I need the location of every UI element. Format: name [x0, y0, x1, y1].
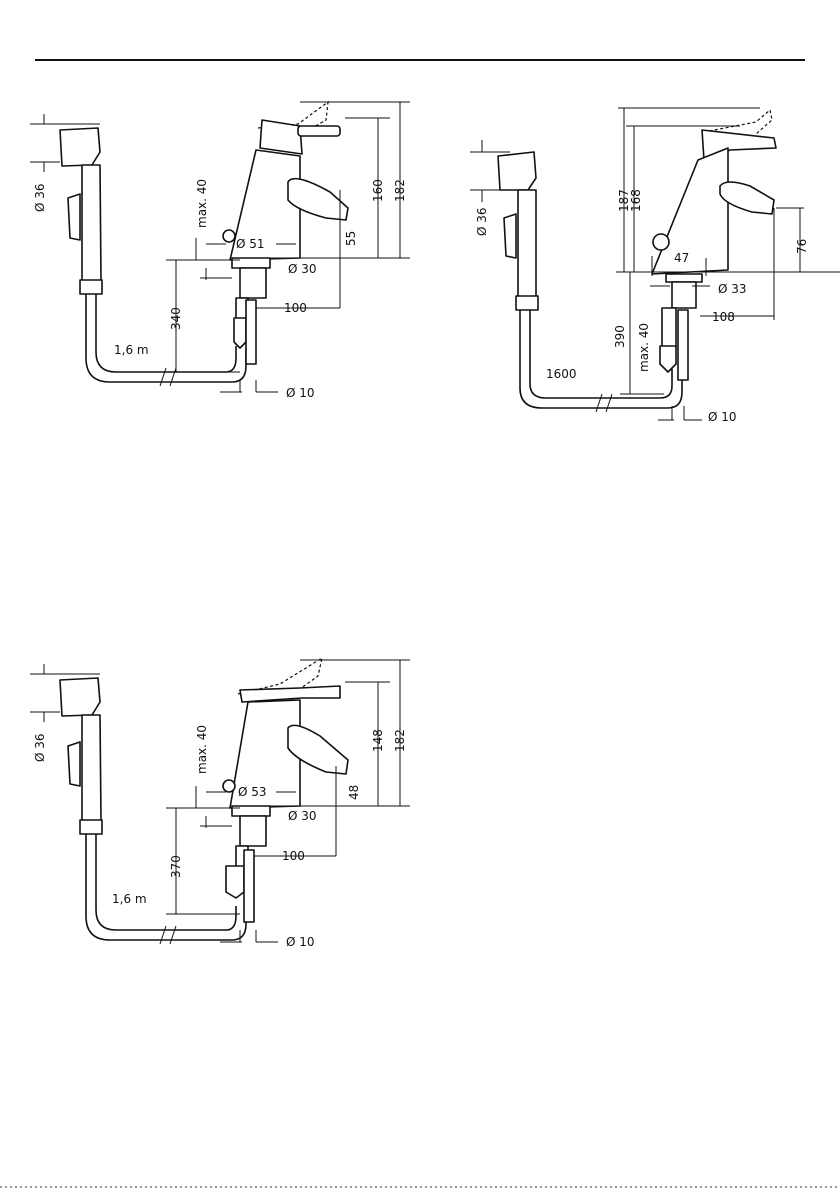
max-thickness-label: max. 40 — [637, 323, 651, 372]
drawing-top-left: Ø 36 max. 40 Ø 51 Ø 30 100 340 1,6 m 55 … — [0, 90, 420, 420]
pipe-diameter-label: Ø 10 — [708, 410, 737, 424]
below-counter-label: 370 — [169, 855, 183, 878]
spout-projection-label: 100 — [284, 301, 307, 315]
header-rule — [35, 59, 805, 61]
hose-length-label: 1,6 m — [114, 343, 149, 357]
spout-projection-label: 108 — [712, 310, 735, 324]
below-counter-label: 340 — [169, 307, 183, 330]
base-width-label: 47 — [674, 251, 689, 265]
spout-height-label: 76 — [795, 239, 809, 254]
max-thickness-label: max. 40 — [195, 725, 209, 774]
faucet — [652, 110, 776, 380]
below-counter-label: 390 — [613, 325, 627, 348]
spout-height-label: 48 — [347, 785, 361, 800]
shank-diameter-label: Ø 30 — [288, 262, 317, 276]
spout-projection-label: 100 — [282, 849, 305, 863]
drawing-bottom-left: Ø 36 max. 40 Ø 53 Ø 30 100 370 1,6 m 48 … — [0, 640, 420, 960]
pipe-diameter-label: Ø 10 — [286, 935, 315, 949]
height-2-label: 182 — [393, 729, 407, 752]
base-diameter-label: Ø 53 — [238, 785, 267, 799]
page-edge-dots — [0, 1186, 840, 1188]
hose-length-label: 1,6 m — [112, 892, 147, 906]
height-2-label: 182 — [393, 179, 407, 202]
handshower-diameter-label: Ø 36 — [33, 183, 47, 212]
height-2-label: 168 — [629, 189, 643, 212]
shank-diameter-label: Ø 33 — [718, 282, 747, 296]
pipe-diameter-label: Ø 10 — [286, 386, 315, 400]
height-1-label: 148 — [371, 729, 385, 752]
hand-shower — [60, 128, 246, 386]
faucet — [223, 102, 348, 364]
handshower-diameter-label: Ø 36 — [475, 207, 489, 236]
hand-shower — [60, 678, 246, 944]
hose-length-label: 1600 — [546, 367, 577, 381]
spout-height-label: 55 — [344, 231, 358, 246]
handshower-diameter-label: Ø 36 — [33, 733, 47, 762]
height-1-label: 160 — [371, 179, 385, 202]
hand-shower — [498, 152, 682, 412]
base-diameter-label: Ø 51 — [236, 237, 265, 251]
max-thickness-label: max. 40 — [195, 179, 209, 228]
drawing-top-right: Ø 36 187 168 47 76 Ø 33 390 max. 40 108 … — [420, 90, 840, 430]
shank-diameter-label: Ø 30 — [288, 809, 317, 823]
